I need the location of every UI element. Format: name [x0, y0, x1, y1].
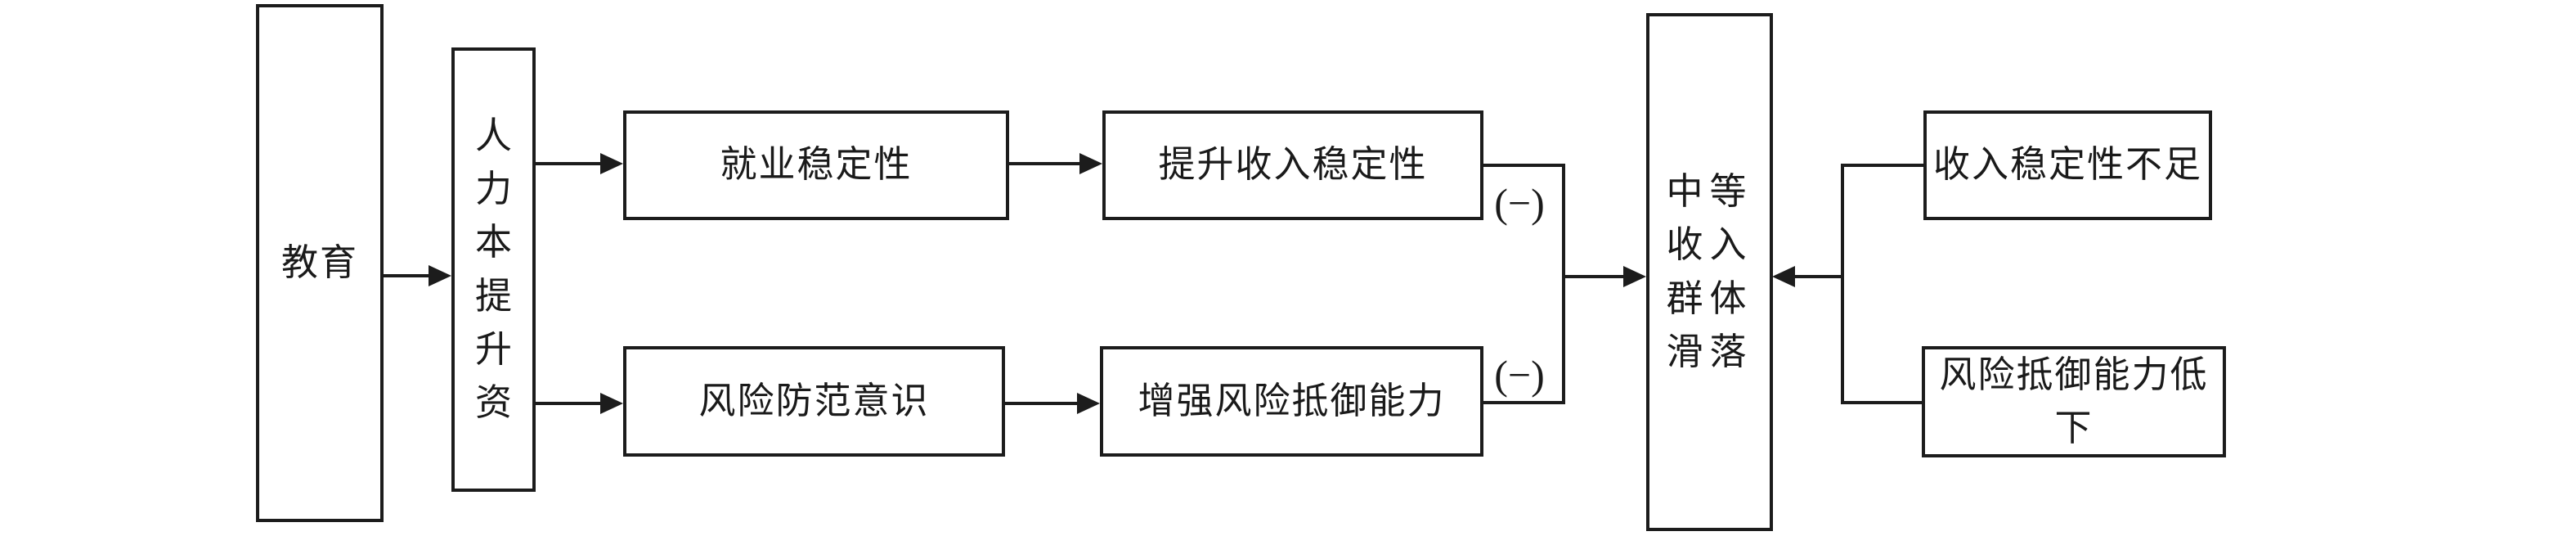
- node-human-capital: 人力本提升资: [451, 47, 536, 492]
- node-income-stability-insufficient-label: 收入稳定性不足: [1932, 144, 2202, 186]
- arrowhead-merge-middle-icon: [1623, 266, 1646, 287]
- node-employment-stability: 就业稳定性: [623, 110, 1009, 220]
- node-risk-resilience-up-label: 增强风险抵御能力: [1138, 380, 1446, 421]
- arrowhead-rightmerge-middle-icon: [1772, 266, 1795, 287]
- merge-right-bottom-line: [1842, 401, 1922, 404]
- node-risk-resilience-low-label: 风险抵御能力低下: [1939, 354, 2209, 448]
- connector-education-capital-line: [383, 274, 431, 277]
- connector-rightmerge-middle-line: [1793, 275, 1844, 278]
- node-risk-resilience-low: 风险抵御能力低下: [1922, 346, 2226, 457]
- connector-merge-middle-line: [1564, 275, 1626, 278]
- node-middle-income-slide: 中等收入群体滑落: [1646, 13, 1773, 531]
- connector-capital-employment-line: [536, 162, 603, 165]
- arrowhead-capital-awareness-icon: [600, 393, 623, 414]
- arrowhead-awareness-resilience-icon: [1077, 393, 1100, 414]
- node-employment-stability-label: 就业稳定性: [720, 144, 913, 186]
- arrowhead-employment-income-icon: [1079, 153, 1102, 174]
- merge-right-vertical-line: [1841, 164, 1844, 404]
- connector-capital-awareness-line: [536, 402, 603, 405]
- node-risk-awareness-label: 风险防范意识: [698, 380, 930, 421]
- merge-right-top-line: [1842, 164, 1923, 167]
- node-middle-income-slide-label: 中等收入群体滑落: [1666, 171, 1753, 372]
- node-income-stability-up: 提升收入稳定性: [1102, 110, 1483, 220]
- negative-effect-label-bottom: (−): [1494, 352, 1545, 398]
- merge-left-bottom-line: [1483, 401, 1565, 404]
- node-risk-resilience-up: 增强风险抵御能力: [1100, 346, 1483, 457]
- merge-left-top-line: [1483, 164, 1565, 167]
- node-education-label: 教育: [280, 241, 358, 283]
- arrowhead-education-capital-icon: [429, 265, 451, 286]
- node-income-stability-up-label: 提升收入稳定性: [1158, 144, 1428, 186]
- negative-effect-label-top: (−): [1494, 180, 1545, 226]
- node-risk-awareness: 风险防范意识: [623, 346, 1005, 457]
- connector-employment-income-line: [1009, 162, 1081, 165]
- merge-left-vertical-line: [1562, 164, 1565, 404]
- node-education: 教育: [256, 4, 384, 522]
- node-human-capital-label: 人力本提升资: [474, 115, 512, 423]
- arrowhead-capital-employment-icon: [600, 153, 623, 174]
- connector-awareness-resilience-line: [1005, 402, 1079, 405]
- node-income-stability-insufficient: 收入稳定性不足: [1923, 110, 2212, 220]
